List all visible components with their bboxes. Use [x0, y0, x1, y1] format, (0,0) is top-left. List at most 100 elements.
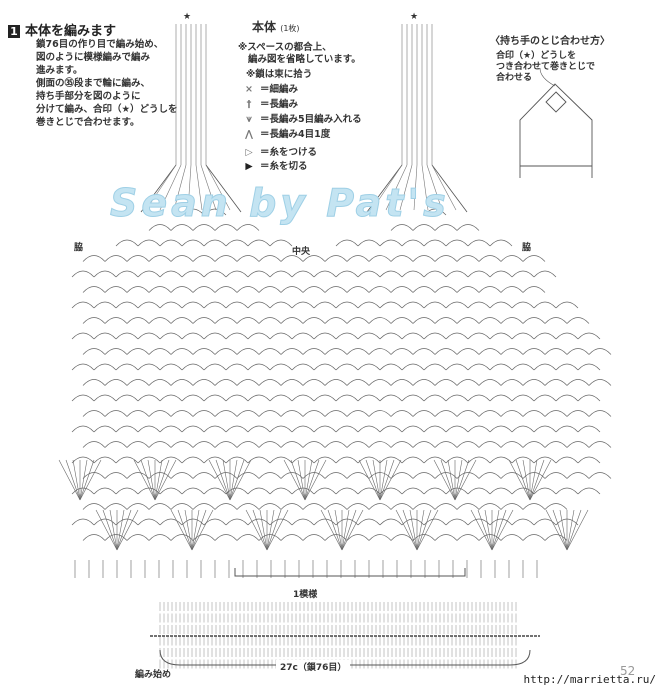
chain-arc	[71, 518, 95, 526]
chain-arc	[423, 208, 447, 216]
chain-arc	[82, 534, 106, 541]
chain-arc	[555, 363, 579, 371]
chain-arc	[71, 394, 95, 402]
chain-arc	[467, 487, 491, 495]
legend-note: 編み図を省略しています。	[248, 54, 361, 65]
chain-arc	[313, 456, 337, 464]
pineapple-stitch	[133, 459, 156, 501]
chain-arc	[225, 239, 249, 247]
chain-arc	[434, 410, 458, 417]
chain-arc	[126, 286, 150, 293]
chain-arc	[280, 441, 304, 448]
handle-flare	[140, 164, 242, 213]
chain-arc	[379, 363, 403, 371]
chain-arc	[236, 441, 260, 448]
chain-arc	[456, 317, 480, 324]
handle-flare-stitch	[205, 164, 231, 211]
pineapple-stitch	[283, 459, 306, 501]
chain-arc	[522, 503, 546, 510]
pineapple-stitch	[379, 459, 395, 501]
chain-arc	[511, 456, 535, 464]
chain-arc	[137, 425, 161, 433]
chain-arc	[93, 332, 117, 340]
chain-arc	[346, 379, 370, 386]
chain-arc	[522, 348, 546, 355]
chain-arc	[170, 379, 194, 386]
join-instructions: 〈持ち手のとじ合わせ方〉 合印（★）どうしを つき合わせて巻きとじで 合わせる	[490, 32, 610, 84]
shell-5dc-icon: ⩛	[246, 114, 252, 125]
chain-arc	[478, 503, 502, 510]
chain-arc	[225, 518, 249, 526]
handle-flare-stitch	[399, 164, 413, 211]
chain-arc	[577, 363, 601, 371]
pineapple-stitch	[416, 509, 432, 551]
chain-arc	[203, 239, 227, 247]
chain-arc	[456, 224, 480, 231]
chain-arc	[181, 363, 205, 371]
pineapple-stitch	[454, 459, 477, 501]
chain-arc	[445, 301, 469, 309]
chain-arc	[192, 503, 216, 510]
chain-arc	[71, 425, 95, 433]
chain-arc	[346, 503, 370, 510]
pineapple-stitch	[372, 459, 381, 501]
chain-arc	[412, 472, 436, 479]
pineapple-stitch	[266, 509, 275, 551]
handle-flare-stitch	[187, 164, 192, 211]
chain-arc	[104, 348, 128, 355]
pineapple-stitch	[191, 509, 214, 551]
chain-arc	[390, 534, 414, 541]
chain-arc	[401, 239, 425, 247]
chain-arc	[335, 363, 359, 371]
chain-arc	[247, 456, 271, 464]
chain-arc	[159, 270, 183, 278]
chain-arc	[533, 363, 557, 371]
chain-arc	[544, 534, 568, 541]
pineapple-stitch	[184, 509, 193, 551]
chain-arc	[302, 255, 326, 262]
chain-arc	[269, 301, 293, 309]
handle-flare-stitch	[426, 164, 443, 211]
chain-arc	[170, 224, 194, 231]
chain-arc	[302, 534, 326, 541]
chain-arc	[500, 410, 524, 417]
watermark: Sean by Pat's	[110, 181, 450, 225]
pineapple-stitch	[79, 459, 88, 501]
chain-arc	[170, 317, 194, 324]
chain-arc	[236, 379, 260, 386]
chain-arc	[137, 456, 161, 464]
chain-arc	[478, 534, 502, 541]
chain-arc	[291, 332, 315, 340]
pineapple-stitch	[304, 459, 327, 501]
chain-arc	[368, 379, 392, 386]
chain-arc	[93, 394, 117, 402]
step-number: 1	[8, 25, 20, 38]
chain-arc	[390, 348, 414, 355]
pineapple-stitch	[266, 509, 282, 551]
chain-arc	[148, 534, 172, 541]
pineapple-stitch	[477, 509, 493, 551]
chain-arc	[214, 503, 238, 510]
chain-arc	[588, 472, 612, 479]
pineapple-stitch	[266, 509, 289, 551]
chain-arc	[170, 410, 194, 417]
chain-arc	[280, 286, 304, 293]
chain-arc	[588, 410, 612, 417]
chain-arc	[489, 363, 513, 371]
pineapple-stitch	[297, 459, 306, 501]
chain-arc	[148, 255, 172, 262]
join-line: 合わせる	[496, 73, 533, 83]
chain-arc	[522, 534, 546, 541]
chain-arc	[489, 270, 513, 278]
chain-arc	[511, 332, 535, 340]
chain-arc	[434, 255, 458, 262]
chain-arc	[390, 472, 414, 479]
chain-arc	[412, 348, 436, 355]
chain-arc	[159, 487, 183, 495]
chain-arc	[335, 425, 359, 433]
chain-arc	[148, 348, 172, 355]
chain-arc	[115, 425, 139, 433]
chain-arc	[357, 487, 381, 495]
chain-arc	[566, 348, 590, 355]
